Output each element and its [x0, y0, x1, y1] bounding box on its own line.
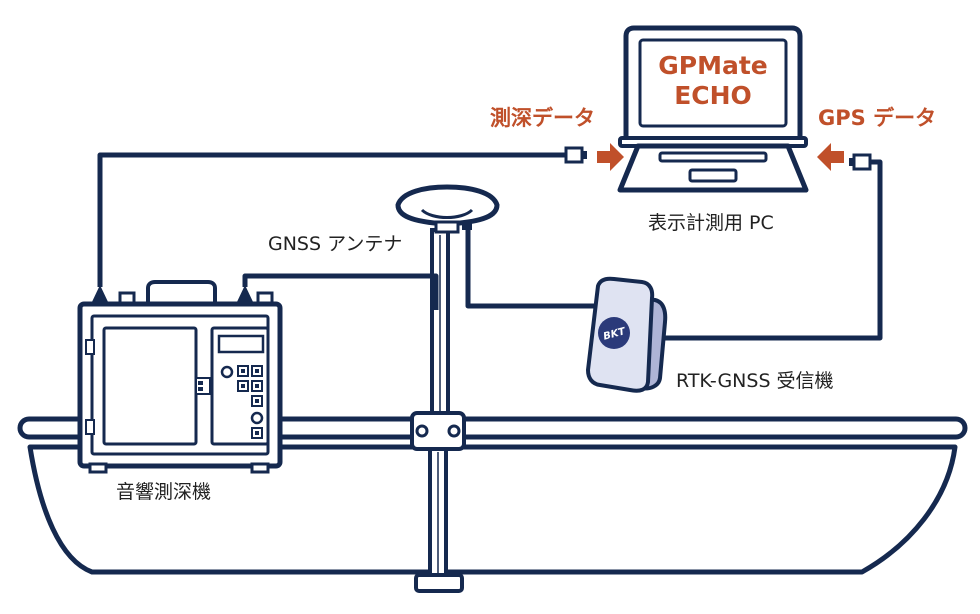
cables [97, 152, 883, 341]
laptop-base [617, 143, 809, 193]
sounder-door [102, 326, 198, 446]
laptop-screen [638, 38, 788, 128]
mount-clamp [410, 411, 466, 451]
laptop-pc: GPMate ECHO [617, 25, 809, 193]
software-name-line2: ECHO [674, 81, 752, 110]
arrow-left-icon [817, 143, 844, 171]
label-echo-sounder: 音響測深機 [116, 481, 211, 503]
label-display-pc: 表示計測用 PC [648, 212, 774, 234]
arrow-right-icon [597, 143, 624, 171]
label-gps-data: GPS データ [818, 106, 936, 130]
boat-hull [27, 444, 958, 575]
cable-sounder-to-transducer [242, 273, 439, 310]
cable-sounder-to-pc [97, 152, 568, 287]
transducer [414, 573, 464, 593]
label-depth-data: 測深データ [490, 106, 595, 130]
cable-antenna-to-receiver [465, 228, 600, 309]
cable-receiver-to-pc [650, 159, 883, 341]
rtk-receiver: BKT [585, 276, 668, 393]
label-gnss-antenna: GNSS アンテナ [268, 233, 402, 255]
gnss-antenna [395, 184, 500, 234]
sounder-display [217, 334, 265, 354]
echo-sounder [77, 280, 283, 474]
software-name-line1: GPMate [658, 51, 768, 80]
connector-depth [564, 146, 587, 164]
connector-gps [849, 153, 872, 171]
label-rtk-receiver: RTK-GNSS 受信機 [676, 370, 834, 392]
